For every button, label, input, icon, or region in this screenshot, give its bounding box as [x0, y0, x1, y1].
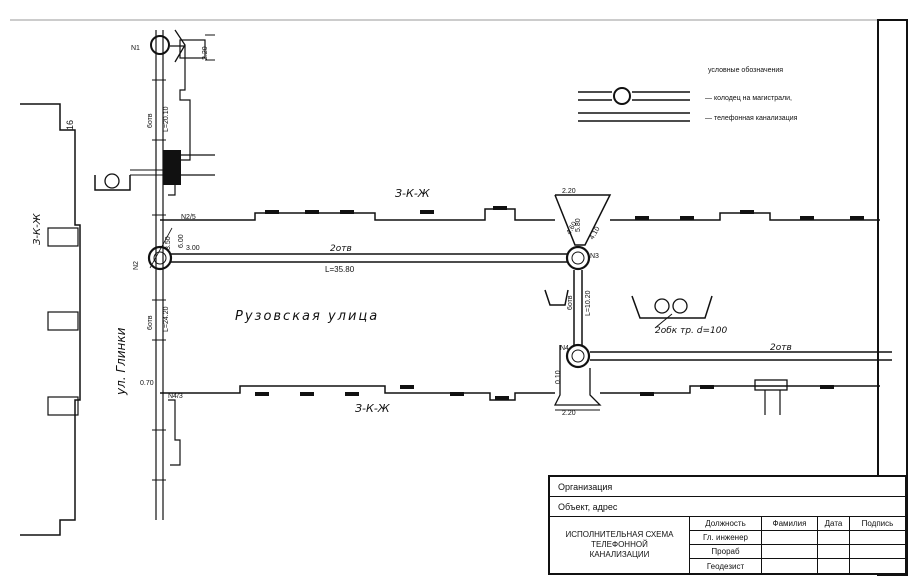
curb-bottom-right — [600, 385, 880, 394]
pit-left — [94, 175, 131, 191]
funnel-n3 — [554, 194, 612, 246]
tb-cell-date-2 — [818, 545, 850, 559]
tb-cell-sign-1 — [850, 531, 905, 545]
pit-right — [631, 295, 713, 319]
len-right: L=10.20 — [585, 290, 592, 316]
dim-580: 5.80 — [575, 218, 582, 232]
pit-center — [544, 289, 569, 306]
building-entrance-2 — [47, 311, 79, 331]
street-side-label: ул. Глинки — [114, 327, 128, 396]
tb-cell-sign-2 — [850, 545, 905, 559]
tb-organization: Организация — [550, 477, 905, 497]
tb-name-line-2: ТЕЛЕФОННОЙ — [591, 540, 648, 549]
cable-block — [163, 150, 181, 185]
ducts-top: 6отв — [147, 113, 154, 128]
band-top-label: З-К-Ж — [395, 187, 431, 200]
tb-cell-surname-3 — [762, 559, 818, 573]
frame-right — [877, 19, 908, 576]
len-low: L=24.20 — [163, 306, 170, 332]
legend-item-conduit: — телефонная канализация — [705, 115, 798, 122]
tb-header-surname: Фамилия — [762, 517, 818, 531]
dim-600: 6.00 — [178, 234, 185, 248]
well-n215-label: N2/5 — [181, 214, 196, 221]
street-main-label: Рузовская улица — [235, 309, 379, 324]
curb-top-right — [610, 212, 880, 221]
building-left-outline — [20, 103, 81, 536]
well-n1-label: N1 — [131, 45, 140, 52]
well-n413-label: N4/3 — [168, 393, 183, 400]
tb-cell-date-1 — [818, 531, 850, 545]
tb-role-surveyor: Геодезист — [690, 559, 762, 573]
tb-name-line-3: КАНАЛИЗАЦИИ — [589, 550, 650, 559]
tb-cell-surname-1 — [762, 531, 818, 545]
tb-cell-surname-2 — [762, 545, 818, 559]
dim-410: 4.10 — [589, 226, 602, 241]
tb-name-line-1: ИСПОЛНИТЕЛЬНАЯ СХЕМА — [565, 530, 674, 539]
tb-header-date: Дата — [818, 517, 850, 531]
ducts-right: 6отв — [567, 295, 574, 310]
legend-title: условные обозначения — [708, 66, 783, 74]
tb-object-text: Объект, адрес — [558, 501, 618, 512]
curb-bottom-blocks — [255, 385, 834, 400]
curb-top-left — [160, 208, 555, 221]
curb-structure — [754, 379, 788, 391]
tb-header-signature: Подпись — [850, 517, 905, 531]
pipe-note: 2обк тр. d=100 — [655, 326, 727, 336]
dim-070: 0.70 — [140, 380, 154, 387]
tb-object: Объект, адрес — [550, 497, 905, 517]
legend-symbol-conduit — [578, 112, 690, 122]
dim-350: 3.50 — [165, 236, 172, 250]
tb-drawing-name: ИСПОЛНИТЕЛЬНАЯ СХЕМА ТЕЛЕФОННОЙ КАНАЛИЗА… — [550, 517, 690, 573]
legend-item-well: — колодец на магистрали, — [705, 95, 792, 102]
well-n2 — [147, 245, 173, 271]
conduit-vertical-ticks — [152, 79, 166, 481]
building-edge-bottom — [168, 399, 181, 466]
tb-cell-date-3 — [818, 559, 850, 573]
legend-symbol-well — [578, 87, 690, 105]
tb-role-foreman: Прораб — [690, 545, 762, 559]
tb-cell-sign-3 — [850, 559, 905, 573]
well-n1 — [150, 35, 170, 55]
dim-220-bot: 2.20 — [562, 410, 576, 417]
curb-bottom-left — [160, 385, 555, 401]
band-left-label: З-К-Ж — [32, 212, 43, 245]
well-n4 — [565, 343, 591, 369]
dim-300: 3.00 — [186, 245, 200, 252]
tb-organization-text: Организация — [558, 481, 613, 492]
curb-top-blocks — [265, 206, 864, 220]
building-number: 16 — [65, 120, 75, 130]
tb-header-position: Должность — [690, 517, 762, 531]
ducts-low: 6отв — [147, 315, 154, 330]
tb-role-chief-engineer: Гл. инженер — [690, 531, 762, 545]
len-mid: L=35.80 — [325, 265, 355, 274]
building-entrance-1 — [47, 227, 79, 247]
ducts-far: 2отв — [770, 343, 792, 353]
well-n4-label: N4 — [560, 345, 569, 352]
dim-220-top: 2.20 — [202, 46, 209, 60]
len-top: L=20.10 — [163, 106, 170, 132]
dim-220-mid: 2.20 — [562, 188, 576, 195]
well-n2-label: N2 — [133, 261, 140, 270]
title-block: Организация Объект, адрес ИСПОЛНИТЕЛЬНАЯ… — [548, 475, 907, 575]
well-n3 — [565, 245, 591, 271]
ducts-mid: 2отв — [330, 244, 352, 254]
dim-010: 0.10 — [555, 370, 562, 384]
band-bottom-label: З-К-Ж — [355, 402, 391, 415]
building-entrance-3 — [47, 396, 79, 416]
well-n3-label: N3 — [590, 253, 599, 260]
